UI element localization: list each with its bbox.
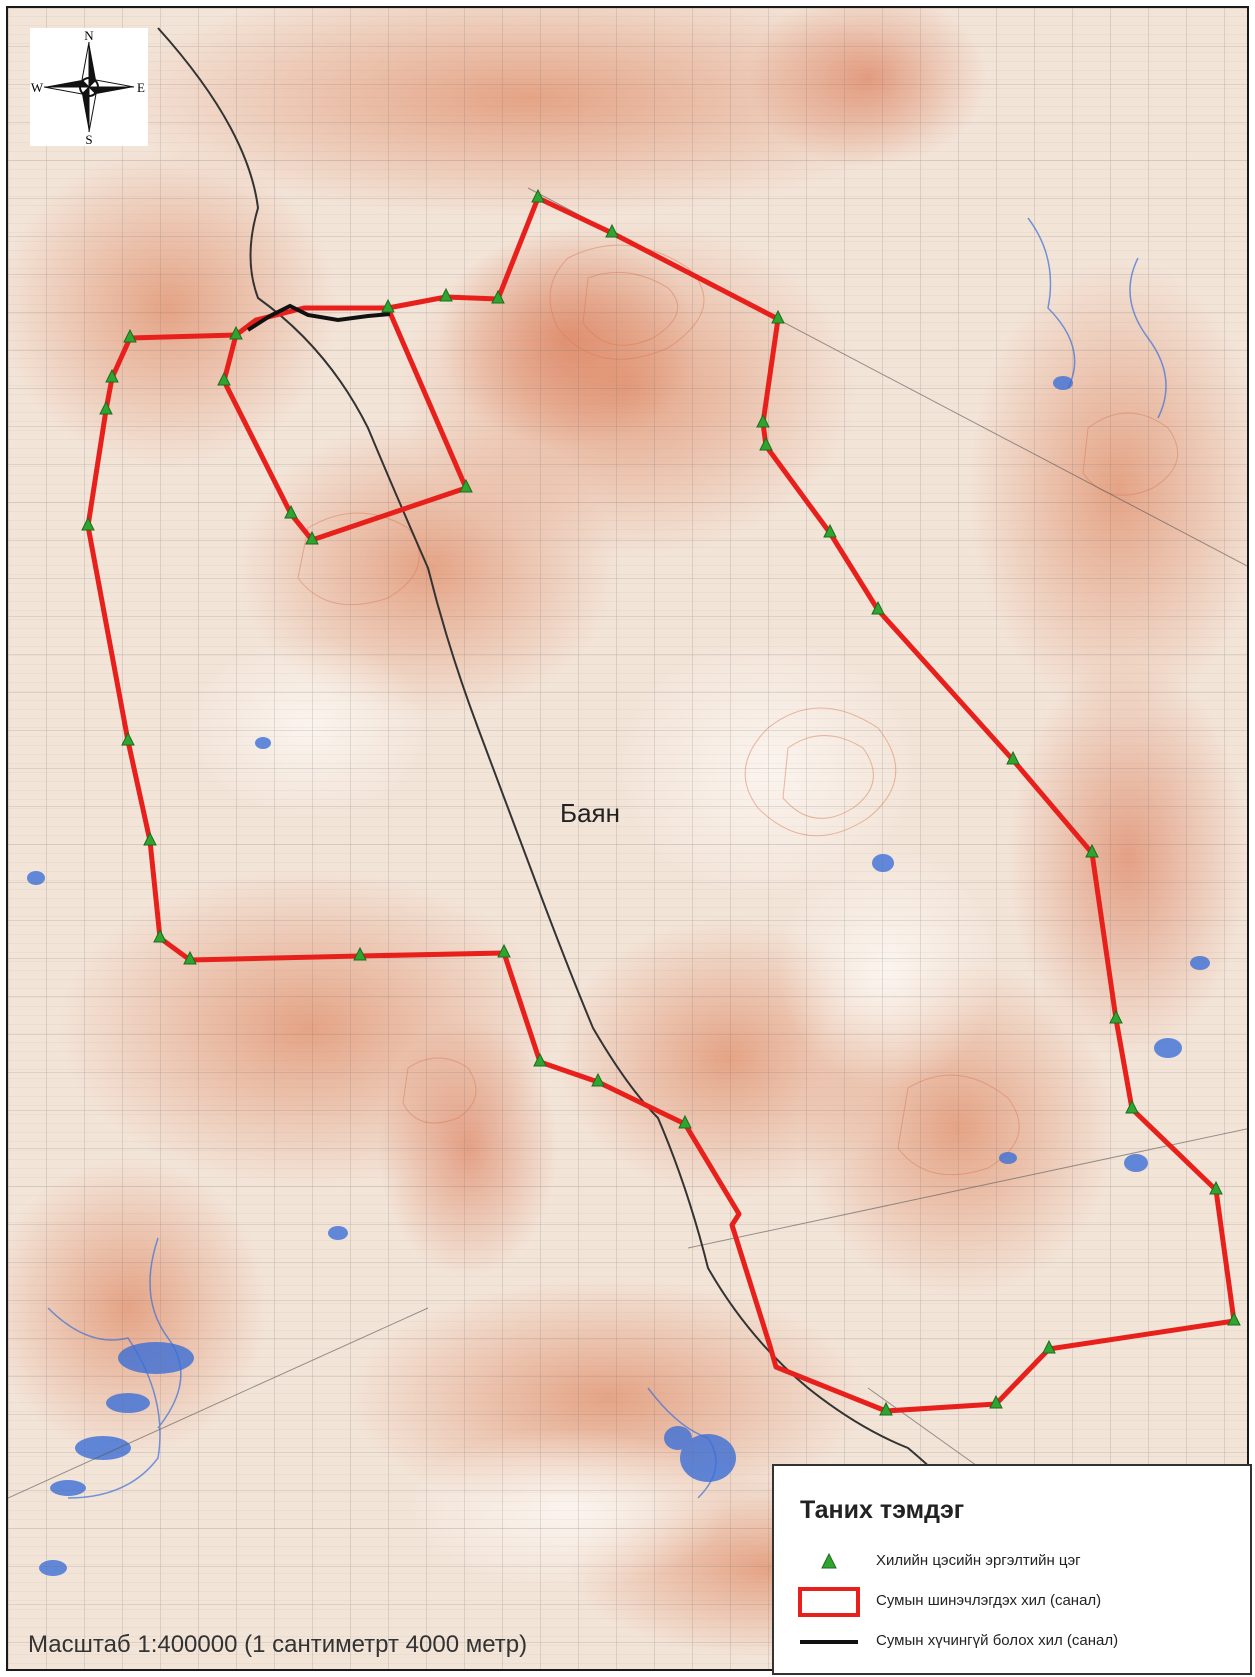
legend-label: Сумын хүчингүй болох хил (санал) xyxy=(876,1632,1119,1649)
compass-e: E xyxy=(137,80,145,95)
void-boundary-line xyxy=(246,303,391,332)
legend-label: Хилийн цэсийн эргэлтийн цэг xyxy=(876,1552,1081,1569)
turning-points xyxy=(81,188,1241,1416)
map-frame: N S E W Баян Масштаб 1:400000 (1 сантиме… xyxy=(6,6,1249,1671)
red-box-icon xyxy=(798,1587,860,1617)
legend-item-void-boundary: Сумын хүчингүй болох хил (санал) xyxy=(774,1622,1250,1662)
scale-text: Масштаб 1:400000 (1 сантиметрт 4000 метр… xyxy=(28,1631,528,1658)
legend-item-turning-point: Хилийн цэсийн эргэлтийн цэг xyxy=(774,1542,1250,1582)
compass-s: S xyxy=(85,132,92,146)
legend-label: Сумын шинэчлэгдэх хил (санал) xyxy=(876,1592,1102,1609)
new-boundary-inner xyxy=(221,307,469,543)
green-triangle-icon xyxy=(821,1552,837,1569)
grid-overlay-major xyxy=(8,8,1247,1669)
compass-w: W xyxy=(31,80,44,95)
place-label: Баян xyxy=(560,798,620,828)
legend-title: Таних тэмдэг xyxy=(800,1496,965,1524)
legend-item-new-boundary: Сумын шинэчлэгдэх хил (санал) xyxy=(774,1582,1250,1622)
legend: Таних тэмдэг Хилийн цэсийн эргэлтийн цэг… xyxy=(772,1464,1252,1675)
compass-rose-icon: N S E W xyxy=(31,28,145,147)
map-canvas[interactable] xyxy=(8,8,1249,1671)
north-arrow: N S E W xyxy=(30,28,148,147)
river-line xyxy=(157,27,1039,1669)
black-line-icon xyxy=(800,1640,858,1644)
compass-n: N xyxy=(84,28,94,43)
